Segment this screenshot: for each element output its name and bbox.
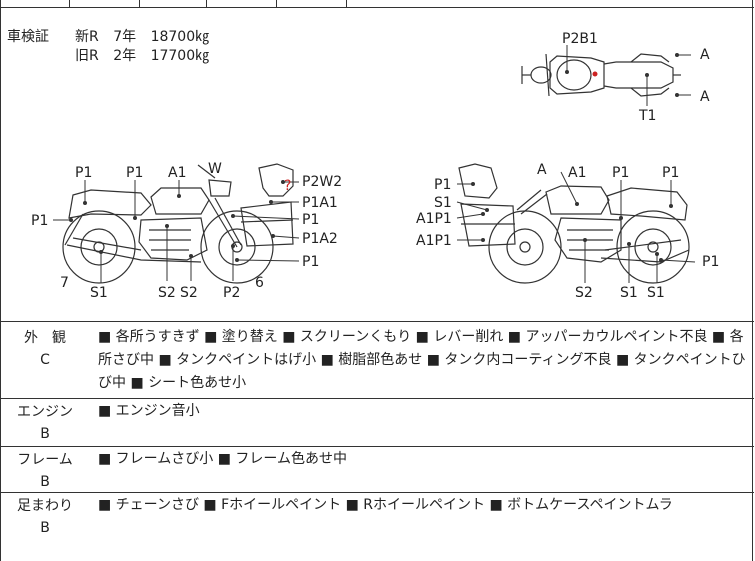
grade-label: B xyxy=(40,474,50,490)
label-left-p1-d: P1 xyxy=(302,254,320,270)
label-top-a-upper: A xyxy=(700,47,710,63)
left-side-motorcycle xyxy=(62,163,294,284)
top-view-motorcycle xyxy=(521,53,681,97)
label-leader-lines xyxy=(53,45,696,283)
label-right-s1: S1 xyxy=(434,195,452,211)
label-right-a1: A1 xyxy=(568,165,587,181)
reg-new-year: 7年 xyxy=(113,29,137,45)
label-left-p1a1: P1A1 xyxy=(302,195,338,211)
category-cell: フレーム B xyxy=(1,449,89,493)
label-right-p1-a: P1 xyxy=(434,177,452,193)
category-cell: 外 観 C xyxy=(1,327,89,371)
label-left-p1-a: P1 xyxy=(75,165,93,181)
label-left-p2w2: P2W2 xyxy=(302,174,343,190)
divider xyxy=(139,0,140,8)
label-right-a1p1-b: A1P1 xyxy=(416,233,452,249)
table-row-frame: フレーム B ■ フレームさび小 ■ フレーム色あせ中 xyxy=(1,446,754,492)
category-cell: 足まわり B xyxy=(1,495,89,539)
divider xyxy=(206,0,207,8)
label-right-a1p1-a: A1P1 xyxy=(416,211,452,227)
label-top-t1: T1 xyxy=(639,108,657,124)
divider xyxy=(69,0,70,8)
label-left-a1: A1 xyxy=(168,165,187,181)
label-right-s1-b: S1 xyxy=(620,285,638,301)
description-cell: ■ 各所うすきず ■ 塗り替え ■ スクリーンくもり ■ レバー削れ ■ アッパ… xyxy=(98,329,746,391)
label-left-p1-left: P1 xyxy=(31,213,49,229)
label-left-p1-b: P1 xyxy=(126,165,144,181)
top-header-strip xyxy=(1,0,754,8)
label-left-s1: S1 xyxy=(90,285,108,301)
reg-old-type: 旧R xyxy=(75,48,99,64)
registration-new: 新R 7年 18700㎏ xyxy=(75,28,209,47)
label-left-s2-a: S2 xyxy=(158,285,176,301)
description-cell: ■ チェーンさび ■ Fホイールペイント ■ Rホイールペイント ■ ボトムケー… xyxy=(98,497,673,513)
label-top-p2b1: P2B1 xyxy=(562,31,598,47)
grade-label: B xyxy=(40,426,50,442)
label-right-p1-b: P1 xyxy=(612,165,630,181)
label-right-s1-c: S1 xyxy=(647,285,665,301)
label-top-a-lower: A xyxy=(700,89,710,105)
motorcycle-damage-diagram: ? xyxy=(53,45,696,284)
description-cell: ■ フレームさび小 ■ フレーム色あせ中 xyxy=(98,451,347,467)
label-left-6: 6 xyxy=(255,275,264,291)
label-left-s2-b: S2 xyxy=(180,285,198,301)
label-right-p1-d: P1 xyxy=(702,254,720,270)
category-label: エンジン xyxy=(17,404,73,420)
reg-new-type: 新R xyxy=(75,29,99,45)
table-row-exterior: 外 観 C ■ 各所うすきず ■ 塗り替え ■ スクリーンくもり ■ レバー削れ… xyxy=(1,321,754,398)
right-side-motorcycle xyxy=(458,163,690,284)
damage-mark xyxy=(592,71,598,77)
table-row-suspension: 足まわり B ■ チェーンさび ■ Fホイールペイント ■ Rホイールペイント … xyxy=(1,492,754,561)
reg-old-year: 2年 xyxy=(113,48,137,64)
reg-new-weight: 18700㎏ xyxy=(150,29,210,45)
grade-label: C xyxy=(40,352,50,368)
divider xyxy=(276,0,277,8)
description-cell: ■ エンジン音小 xyxy=(98,403,200,419)
category-label: フレーム xyxy=(17,452,73,468)
grade-label: B xyxy=(40,520,50,536)
label-right-p1-c: P1 xyxy=(662,165,680,181)
label-left-7: 7 xyxy=(60,275,69,291)
divider xyxy=(346,0,347,8)
label-left-p1-c: P1 xyxy=(302,212,320,228)
label-right-a: A xyxy=(537,162,547,178)
registration-old: 旧R 2年 17700㎏ xyxy=(75,47,209,66)
reg-old-weight: 17700㎏ xyxy=(150,48,210,64)
label-right-s2: S2 xyxy=(575,285,593,301)
category-label: 外 観 xyxy=(24,330,66,346)
label-left-p1a2: P1A2 xyxy=(302,231,338,247)
category-cell: エンジン B xyxy=(1,401,89,445)
label-left-p2: P2 xyxy=(223,285,241,301)
label-left-w: W xyxy=(208,161,222,177)
category-label: 足まわり xyxy=(17,498,73,514)
damage-mark: ? xyxy=(284,178,291,194)
registration-label: 車検証 xyxy=(7,29,49,45)
table-row-engine: エンジン B ■ エンジン音小 xyxy=(1,398,754,446)
